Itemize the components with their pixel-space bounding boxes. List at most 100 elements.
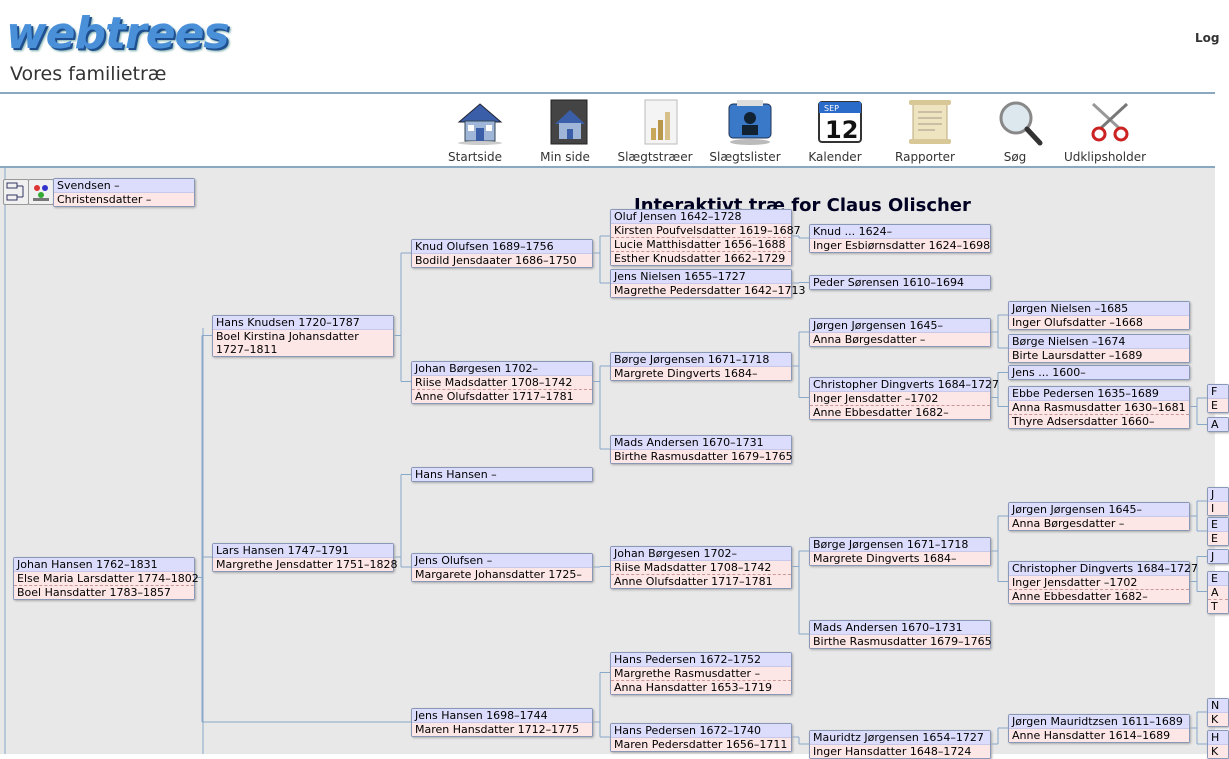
spouse-name[interactable]: Thyre Adsersdatter 1660– xyxy=(1009,414,1189,428)
menu-rapporter[interactable]: Rapporter xyxy=(880,94,970,166)
spouse-name[interactable]: Anne Olufsdatter 1717–1781 xyxy=(412,389,592,403)
person-name[interactable]: Hans Pedersen 1672–1740 xyxy=(611,724,791,737)
person-box[interactable]: Jens Olufsen –Margarete Johansdatter 172… xyxy=(411,553,593,582)
spouse-name[interactable]: Maren Pedersdatter 1656–1711 xyxy=(611,737,791,751)
person-name[interactable]: Peder Sørensen 1610–1694 xyxy=(810,276,990,289)
person-box[interactable]: Hans Hansen – xyxy=(411,467,593,482)
person-name[interactable]: J xyxy=(1208,550,1228,563)
person-box[interactable]: Knud ... 1624–Inger Esbiørnsdatter 1624–… xyxy=(809,224,991,253)
spouse-name[interactable]: A xyxy=(1208,585,1228,599)
spouse-name[interactable]: Anne Olufsdatter 1717–1781 xyxy=(611,574,791,588)
site-title[interactable]: Vores familietræ xyxy=(10,63,167,85)
webtrees-logo[interactable]: webtrees xyxy=(6,8,230,59)
spouse-name[interactable]: E xyxy=(1208,398,1228,412)
person-name[interactable]: J xyxy=(1208,488,1228,501)
person-name[interactable]: Jørgen Jørgensen 1645– xyxy=(810,319,990,332)
spouse-name[interactable]: Anne Ebbesdatter 1682– xyxy=(1009,589,1189,603)
spouse-name[interactable]: 1727–1811 xyxy=(213,343,393,356)
spouse-name[interactable]: E xyxy=(1208,531,1228,545)
spouse-name[interactable]: Margrete Dingverts 1684– xyxy=(810,551,990,565)
spouse-name[interactable]: T xyxy=(1208,599,1228,613)
spouse-name[interactable]: Esther Knudsdatter 1662–1729 xyxy=(611,251,791,265)
person-name[interactable]: Hans Knudsen 1720–1787 xyxy=(213,316,393,329)
spouse-name[interactable]: Kirsten Poufvelsdatter 1619–1687 xyxy=(611,223,801,237)
person-name[interactable]: Johan Børgesen 1702– xyxy=(611,547,791,560)
person-name[interactable]: Mads Andersen 1670–1731 xyxy=(611,436,791,449)
spouse-name[interactable]: Magrethe Pedersdatter 1642–1713 xyxy=(611,283,805,297)
spouse-name[interactable]: Inger Hansdatter 1648–1724 xyxy=(810,744,990,758)
spouse-name[interactable]: Anne Hansdatter 1614–1689 xyxy=(1009,728,1189,742)
person-box[interactable]: Svendsen –Christensdatter – xyxy=(53,178,195,207)
person-name[interactable]: Knud ... 1624– xyxy=(810,225,990,238)
spouse-name[interactable]: Inger Jensdatter –1702 xyxy=(810,391,990,405)
menu-slaegtslister[interactable]: Slægtslister xyxy=(700,94,790,166)
person-name[interactable]: Christopher Dingverts 1684–1727 xyxy=(810,378,999,391)
spouse-name[interactable]: Inger Olufsdatter –1668 xyxy=(1009,315,1189,329)
spouse-name[interactable]: Birthe Rasmusdatter 1679–1765 xyxy=(810,634,992,648)
person-name[interactable]: Jørgen Mauridtzsen 1611–1689 xyxy=(1009,715,1189,728)
person-box[interactable]: J xyxy=(1207,549,1229,564)
person-name[interactable]: Lars Hansen 1747–1791 xyxy=(213,544,393,557)
person-box[interactable]: Jørgen Jørgensen 1645–Anna Børgesdatter … xyxy=(1008,502,1190,531)
spouse-name[interactable]: Riise Madsdatter 1708–1742 xyxy=(611,560,791,574)
person-name[interactable]: Børge Jørgensen 1671–1718 xyxy=(810,538,990,551)
person-name[interactable]: E xyxy=(1208,572,1228,585)
person-box[interactable]: Jørgen Jørgensen 1645–Anna Børgesdatter … xyxy=(809,318,991,347)
spouse-name[interactable]: Anna Hansdatter 1653–1719 xyxy=(611,680,791,694)
person-name[interactable]: Oluf Jensen 1642–1728 xyxy=(611,210,791,223)
spouse-name[interactable]: Anna Rasmusdatter 1630–1681 xyxy=(1009,400,1189,414)
person-name[interactable]: Børge Nielsen –1674 xyxy=(1009,335,1189,348)
interactive-tree-chart[interactable]: Interaktivt træ for Claus Olischer Svend… xyxy=(0,168,1229,759)
menu-kalender[interactable]: SEP 12 Kalender xyxy=(790,94,880,166)
spouse-name[interactable]: K xyxy=(1208,744,1228,758)
person-name[interactable]: Knud Olufsen 1689–1756 xyxy=(412,240,592,253)
person-box[interactable]: Johan Børgesen 1702–Riise Madsdatter 170… xyxy=(610,546,792,589)
person-name[interactable]: Ebbe Pedersen 1635–1689 xyxy=(1009,387,1189,400)
person-name[interactable]: Jens Hansen 1698–1744 xyxy=(412,709,592,722)
person-name[interactable]: Johan Børgesen 1702– xyxy=(412,362,592,375)
tree-layout-toggle-icon[interactable] xyxy=(3,179,29,205)
menu-udklipsholder[interactable]: Udklipsholder xyxy=(1060,94,1150,166)
person-name[interactable]: Jørgen Nielsen –1685 xyxy=(1009,302,1189,315)
person-name[interactable]: Christopher Dingverts 1684–1727 xyxy=(1009,562,1198,575)
person-name[interactable]: Hans Hansen – xyxy=(412,468,592,481)
menu-startside[interactable]: Startside xyxy=(430,94,520,166)
spouse-name[interactable]: Margrethe Rasmusdatter – xyxy=(611,666,791,680)
spouse-name[interactable]: Boel Kirstina Johansdatter xyxy=(213,329,393,343)
spouse-name[interactable]: Maren Hansdatter 1712–1775 xyxy=(412,722,592,736)
person-box[interactable]: A xyxy=(1207,417,1229,432)
spouse-name[interactable]: Margarete Johansdatter 1725– xyxy=(412,567,592,581)
person-name[interactable]: Mauridtz Jørgensen 1654–1727 xyxy=(810,731,990,744)
load-all-people-icon[interactable] xyxy=(28,179,54,205)
spouse-name[interactable]: Lucie Matthisdatter 1656–1688 xyxy=(611,237,791,251)
spouse-name[interactable]: Birthe Rasmusdatter 1679–1765 xyxy=(611,449,793,463)
spouse-name[interactable]: Anna Børgesdatter – xyxy=(810,332,990,346)
person-name[interactable]: F xyxy=(1208,385,1228,398)
spouse-name[interactable]: Else Maria Larsdatter 1774–1802 xyxy=(14,571,199,585)
person-name[interactable]: Jens Olufsen – xyxy=(412,554,592,567)
person-name[interactable]: A xyxy=(1208,418,1228,431)
spouse-name[interactable]: Christensdatter – xyxy=(54,192,194,206)
person-name[interactable]: Johan Hansen 1762–1831 xyxy=(14,558,194,571)
spouse-name[interactable]: Bodild Jensdaater 1686–1750 xyxy=(412,253,592,267)
spouse-name[interactable]: Anna Børgesdatter – xyxy=(1009,516,1189,530)
person-name[interactable]: Børge Jørgensen 1671–1718 xyxy=(611,353,791,366)
